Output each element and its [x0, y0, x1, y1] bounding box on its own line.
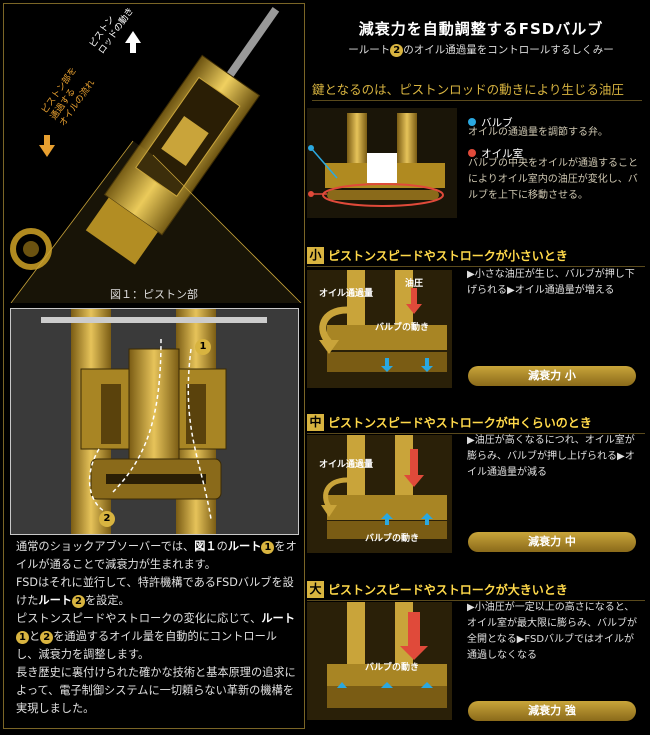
subtitle-route-marker: 2	[390, 43, 404, 57]
legend-valve-desc: オイルの通過量を調節する弁。	[468, 127, 608, 138]
section-large-valve-label: バルブの動き	[365, 663, 420, 673]
section-small-header: 小ピストンスピードやストロークが小さいとき	[307, 247, 647, 265]
valve-key-diagram	[307, 108, 457, 218]
body-text-1b: 図１	[194, 540, 217, 553]
legend-chamber-desc: バルブの中央をオイルが通過することによりオイル室内の油圧が変化し、バルブを上下に…	[468, 158, 638, 201]
body-text-4: 長き歴史に裏付けられた確かな技術と基本原理の追求によって、電子制御システムに一切…	[16, 666, 296, 715]
body-text-1d: ルート	[227, 540, 262, 553]
route-1-badge: 1	[261, 540, 275, 554]
section-small-oil-label: オイル通過量	[319, 289, 374, 299]
subtitle-prefix: ールート	[348, 44, 391, 56]
section-small-kanji: 小	[307, 247, 324, 264]
key-heading: 鍵となるのは、ピストンロッドの動きにより生じる油圧	[312, 82, 624, 97]
body-text-1a: 通常のショックアブソーバーでは、	[16, 540, 195, 553]
page-title: 減衰力を自動調整するFSDバルブ	[358, 20, 604, 38]
legend-valve-title: バルブ	[481, 117, 513, 129]
section-medium-line	[307, 433, 645, 434]
section-large-line	[307, 600, 645, 601]
section-large-title: ピストンスピードやストロークが大きいとき	[328, 583, 568, 597]
route-2-marker: 2	[99, 511, 115, 527]
section-large-kanji: 大	[307, 581, 324, 598]
section-medium-badge: 減衰力 中	[468, 532, 636, 552]
route-1-badge-2: 1	[16, 630, 29, 644]
section-large-diagram: バルブの動き	[307, 602, 452, 720]
legend-chamber-title: オイル室	[481, 148, 524, 160]
section-small-desc: ▶小さな油圧が生じ、バルブが押し下げられる▶オイル通過量が増える	[467, 269, 635, 296]
section-small-badge: 減衰力 小	[468, 366, 636, 386]
section-small-pressure-label: 油圧	[405, 279, 424, 289]
section-medium-valve-label: バルブの動き	[365, 534, 420, 544]
piston-detail-figure: 1 2	[10, 308, 299, 535]
body-text-3d: を通過するオイル量を自動的にコントロールし、減衰力を調整します。	[16, 630, 277, 661]
section-small-line	[307, 266, 645, 267]
left-panel-frame	[3, 3, 305, 729]
section-medium-header: 中ピストンスピードやストロークが中くらいのとき	[307, 414, 647, 432]
section-large-header: 大ピストンスピードやストロークが大きいとき	[307, 581, 647, 599]
chamber-dot-icon	[468, 149, 476, 157]
subtitle-suffix: のオイル通過量をコントロールするしくみー	[403, 44, 614, 56]
section-medium-title: ピストンスピードやストロークが中くらいのとき	[328, 416, 592, 430]
section-large-badge: 減衰力 強	[468, 701, 636, 721]
section-medium-diagram: オイル通過量 バルブの動き	[307, 435, 452, 553]
body-text-2a: FSDはそれに並行して、特許機構であるFSDバルブを設けた	[16, 576, 294, 607]
section-small-diagram: オイル通過量 油圧 バルブの動き	[307, 270, 452, 388]
body-text-1c: の	[216, 540, 228, 553]
route-1-marker: 1	[195, 339, 211, 355]
section-medium-oil-label: オイル通過量	[319, 460, 374, 470]
body-text-3a: ピストンスピードやストロークの変化に応じて、	[16, 612, 262, 625]
shock-absorber-illustration	[10, 7, 302, 303]
legend-valve: バルブ	[468, 111, 513, 130]
divider	[312, 100, 642, 101]
section-medium-kanji: 中	[307, 414, 324, 431]
section-small-valve-label: バルブの動き	[375, 323, 430, 333]
section-small-title: ピストンスピードやストロークが小さいとき	[328, 249, 568, 263]
body-text-2c: を設定。	[84, 594, 130, 607]
legend-chamber: オイル室	[468, 142, 523, 161]
body-text-1e: をオイルが通ることで減衰力が生まれます。	[16, 540, 297, 571]
route-2-badge-2: 2	[40, 630, 54, 644]
route-2-badge: 2	[71, 594, 85, 608]
body-text-2b: ルート	[38, 594, 72, 607]
figure-caption: 図１：ピストン部	[110, 288, 198, 301]
body-text-3c: と	[29, 630, 41, 643]
body-text-3b: ルート	[261, 612, 295, 625]
section-large-desc: ▶小油圧が一定以上の高さになると、オイル室が最大限に膨らみ、バルブが全開となる▶…	[467, 602, 637, 661]
valve-dot-icon	[468, 118, 476, 126]
section-medium-desc: ▶油圧が高くなるにつれ、オイル室が膨らみ、バルブが押し上げられる▶オイル通過量が…	[467, 435, 635, 478]
